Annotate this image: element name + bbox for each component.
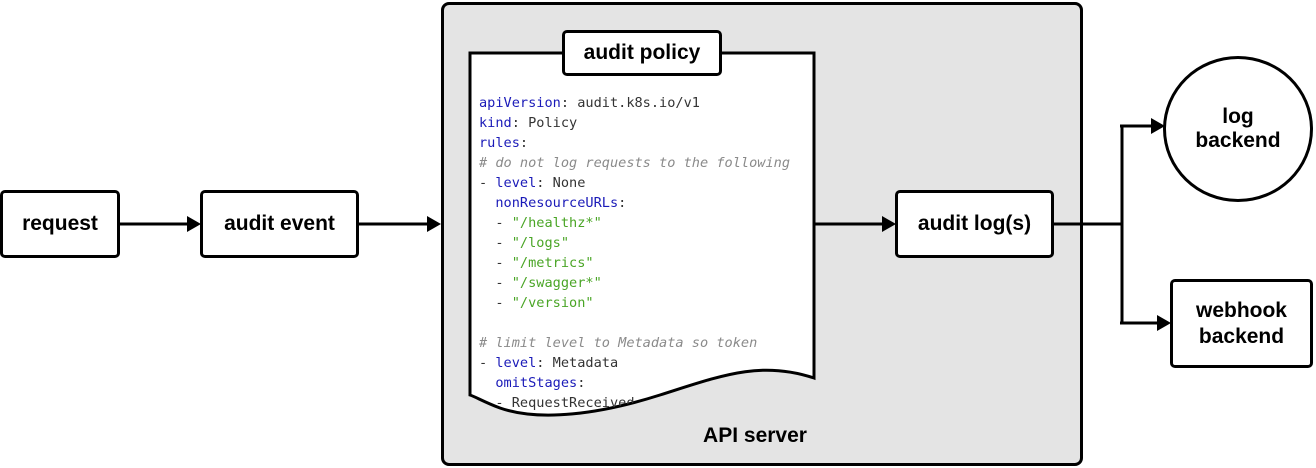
code-line: # limit level to Metadata so token	[479, 333, 809, 353]
code-token: : Policy	[511, 115, 578, 131]
code-token: : Metadata	[536, 355, 619, 371]
code-token: "/swagger*"	[511, 275, 602, 291]
code-token: -	[479, 355, 496, 371]
code-token: # do not log requests to the following	[479, 155, 790, 171]
request-label: request	[22, 212, 98, 235]
webhook-backend-box: webhook backend	[1170, 279, 1313, 368]
code-token: :	[618, 195, 627, 211]
code-line: - level: Metadata	[479, 353, 809, 373]
code-token: :	[519, 135, 529, 151]
arrowhead-policy-to-logs	[882, 216, 896, 232]
code-line: - "/metrics"	[479, 253, 809, 273]
code-token: "/healthz*"	[511, 215, 602, 231]
code-line: - RequestReceived	[479, 393, 809, 411]
policy-document-shape	[468, 51, 816, 417]
code-token: "/metrics"	[511, 255, 594, 271]
log-backend-circle: log backend	[1163, 56, 1313, 202]
code-token: rules	[479, 135, 520, 151]
code-line: rules:	[479, 133, 809, 153]
code-line: - "/version"	[479, 293, 809, 313]
code-token: omitStages	[495, 375, 578, 391]
code-line: - "/logs"	[479, 233, 809, 253]
code-token: : audit.k8s.io/v1	[560, 95, 700, 111]
code-token	[479, 375, 495, 391]
code-token: -	[479, 215, 512, 231]
code-line	[479, 313, 809, 333]
code-token: -	[479, 175, 496, 191]
audit-event-box: audit event	[200, 190, 359, 258]
code-token: : None	[536, 175, 586, 191]
arrowhead-request-to-event	[187, 216, 201, 232]
code-token: -	[479, 235, 512, 251]
audit-policy-label: audit policy	[583, 41, 701, 64]
code-line: apiVersion: audit.k8s.io/v1	[479, 93, 809, 113]
request-box: request	[0, 190, 120, 258]
code-token: - RequestReceived	[479, 395, 635, 411]
code-token: -	[479, 295, 512, 311]
arrowhead-to-log-backend	[1151, 118, 1165, 134]
code-line: - "/swagger*"	[479, 273, 809, 293]
code-token: level	[495, 355, 537, 371]
code-token: -	[479, 255, 512, 271]
audit-logs-label: audit log(s)	[917, 212, 1032, 235]
code-line: nonResourceURLs:	[479, 193, 809, 213]
code-line: omitStages:	[479, 373, 809, 393]
code-line: - level: None	[479, 173, 809, 193]
log-backend-label-line1: log	[1222, 105, 1254, 128]
code-line: - "/healthz*"	[479, 213, 809, 233]
log-backend-label-line2: backend	[1195, 129, 1281, 152]
webhook-backend-label-line2: backend	[1198, 324, 1285, 348]
audit-event-label: audit event	[224, 212, 335, 235]
arrowhead-to-webhook-backend	[1157, 315, 1171, 331]
api-server-label: API server	[703, 424, 807, 447]
webhook-backend-label-line1: webhook	[1195, 298, 1287, 322]
audit-logs-box: audit log(s)	[895, 190, 1054, 258]
code-token: :	[577, 375, 586, 391]
code-token: "/logs"	[511, 235, 570, 251]
code-token: "/version"	[511, 295, 594, 311]
code-line: kind: Policy	[479, 113, 809, 133]
arrowhead-event-to-server	[427, 216, 441, 232]
code-token	[479, 195, 495, 211]
code-line: # do not log requests to the following	[479, 153, 809, 173]
code-token: -	[479, 275, 512, 291]
code-token: apiVersion	[479, 95, 561, 111]
audit-policy-title-box: audit policy	[562, 30, 722, 76]
code-token: nonResourceURLs	[495, 195, 619, 211]
code-token: kind	[479, 115, 512, 131]
code-token: # limit level to Metadata so token	[479, 335, 758, 351]
code-token: level	[495, 175, 537, 191]
